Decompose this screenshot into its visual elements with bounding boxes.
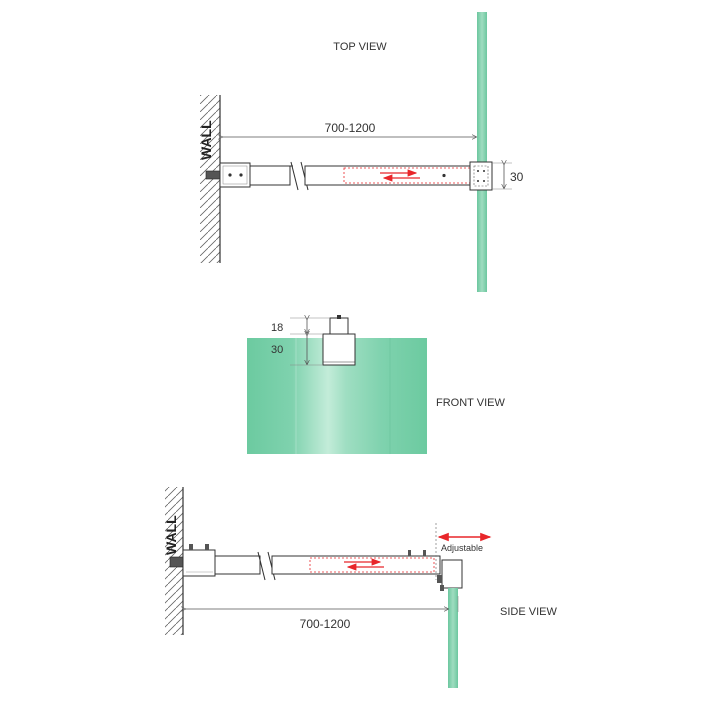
top-view-glass-clamp: [469, 161, 493, 191]
front-view-clamp: [322, 315, 356, 366]
side-view: WALL: [163, 487, 557, 688]
side-view-adjust-arrow: [344, 558, 384, 571]
side-view-adjustable-indicator: [435, 523, 492, 580]
side-view-title: SIDE VIEW: [500, 606, 557, 618]
top-view-adjust-arrow: [380, 169, 420, 182]
front-view-dimensions: [290, 318, 330, 366]
front-view-dim-bottom-label: 30: [271, 344, 283, 356]
front-view-title: FRONT VIEW: [436, 397, 505, 409]
top-view-wall-bracket: [219, 162, 251, 188]
top-view-glass-panel: [477, 12, 487, 292]
side-view-screw: [169, 556, 185, 568]
side-view-end-clamp: [437, 559, 463, 591]
top-view-height-dimension: [492, 163, 512, 190]
side-view-length-label: 700-1200: [300, 617, 351, 631]
top-view-screw: [205, 170, 221, 180]
side-view-length-dimension: [185, 596, 459, 612]
side-view-glass-panel: [448, 588, 458, 688]
front-view-dim-top-label: 18: [271, 322, 283, 334]
side-view-wall-label: WALL: [163, 515, 179, 555]
side-view-bar: [214, 550, 441, 581]
top-view-bar: [249, 161, 474, 191]
top-view: TOP VIEW WALL: [198, 12, 524, 292]
top-view-wall-label: WALL: [198, 120, 214, 160]
side-view-adjustable-label: Adjustable: [441, 543, 483, 553]
top-view-height-label: 30: [510, 170, 524, 184]
front-view: 18 30 FRONT VIEW: [247, 315, 505, 454]
top-view-title: TOP VIEW: [333, 41, 387, 53]
top-view-length-label: 700-1200: [325, 121, 376, 135]
side-view-wall-bracket: [182, 544, 216, 577]
